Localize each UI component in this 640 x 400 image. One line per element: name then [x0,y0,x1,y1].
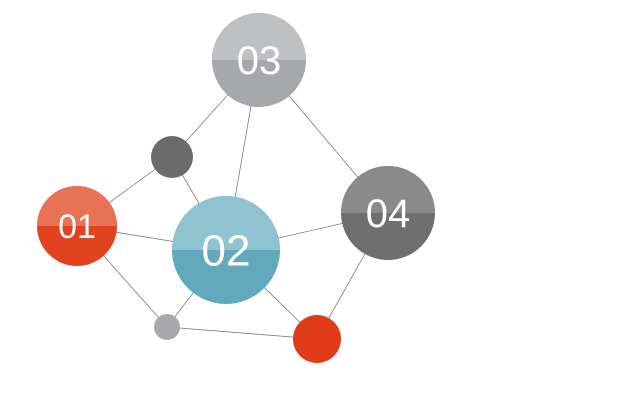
node-label-n04: 04 [366,192,411,236]
node-label-n03: 03 [237,39,282,83]
node-label-n02: 02 [202,227,251,276]
node-dot-red [293,315,341,363]
node-n04: 04 [341,166,435,260]
nodes-layer: 01 02 03 04 [37,13,435,363]
node-label-n01: 01 [58,208,96,246]
node-n03: 03 [212,13,306,107]
node-n02: 02 [172,196,280,304]
node-dot-light [154,314,180,340]
node-circle-dot-gray [151,136,193,178]
node-n01: 01 [37,186,117,266]
edge-dot-light-dot-red [166,326,318,340]
node-circle-dot-light [154,314,180,340]
node-circle-dot-red [293,315,341,363]
node-dot-gray [151,136,193,178]
